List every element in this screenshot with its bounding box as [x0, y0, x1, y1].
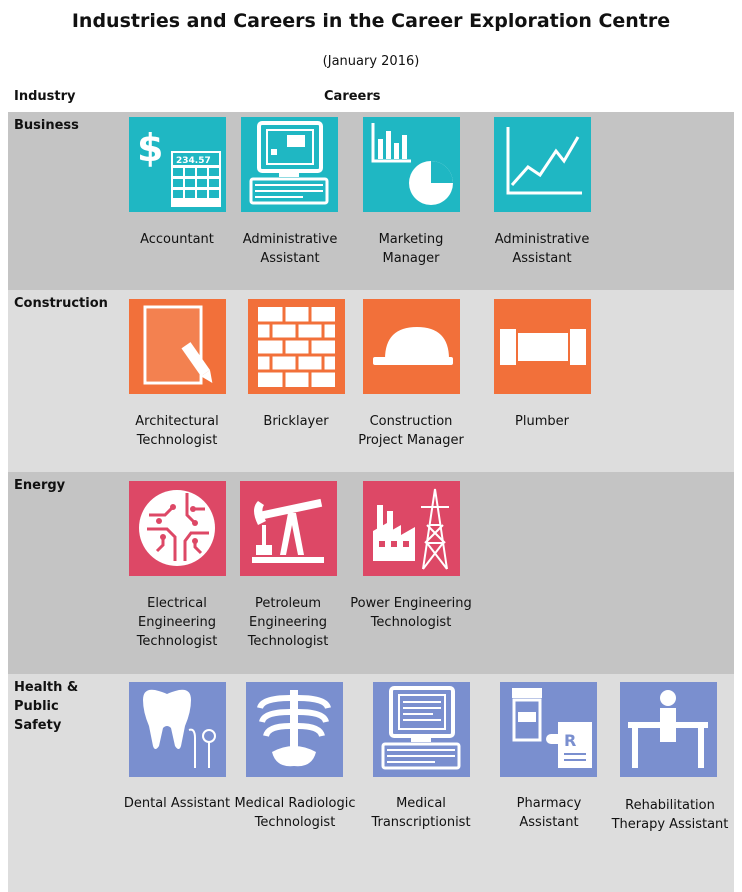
career-label: Architectural Technologist [135, 414, 219, 448]
calculator-dollar-icon: $ 234.57 [129, 117, 226, 212]
svg-text:$: $ [137, 126, 163, 170]
industry-band-energy: Energy Electrical Engineering Technologi… [8, 472, 734, 674]
career-label: Marketing Manager [378, 232, 444, 266]
industry-name: Health & Public Safety [14, 680, 79, 733]
career-label: Rehabilitation Therapy Assistant [611, 798, 729, 832]
career-label: Electrical Engineering Technologist [136, 596, 218, 649]
computer-icon [373, 682, 470, 777]
power-plant-icon [363, 481, 460, 576]
career-label: Construction Project Manager [358, 414, 464, 448]
industry-name: Energy [14, 478, 66, 493]
careers-column-header: Careers [324, 89, 381, 104]
career-label: Administrative Assistant [494, 232, 590, 266]
svg-text:234.57: 234.57 [176, 156, 211, 166]
page-subtitle: (January 2016) [322, 54, 420, 69]
career-label: Pharmacy Assistant [516, 796, 582, 830]
parallel-bars-icon [620, 682, 717, 777]
career-label: Medical Radiologic Technologist [234, 796, 356, 830]
industry-band-health: Health & Public Safety Dental Assistant … [8, 674, 734, 892]
career-label: Plumber [515, 414, 569, 429]
circuit-icon [129, 481, 226, 576]
industry-band-business: Business $ 234.57 Accountant Adm [8, 112, 734, 290]
prescription-icon: R [500, 682, 597, 777]
tooth-icon [129, 682, 226, 777]
career-label: Power Engineering Technologist [350, 596, 472, 630]
svg-text:R: R [564, 731, 576, 750]
career-label: Petroleum Engineering Technologist [247, 596, 329, 649]
paper-pencil-icon [129, 299, 226, 394]
industry-name: Business [14, 118, 79, 133]
page-title: Industries and Careers in the Career Exp… [71, 10, 671, 32]
bar-pie-chart-icon [363, 117, 460, 212]
line-chart-icon [494, 117, 591, 212]
industry-column-header: Industry [14, 89, 76, 104]
industry-band-construction: Construction Architectural Technologist [8, 290, 734, 472]
career-label: Bricklayer [263, 414, 329, 429]
career-label: Accountant [140, 232, 214, 247]
career-label: Administrative Assistant [242, 232, 338, 266]
xray-ribcage-icon [246, 682, 343, 777]
computer-icon [241, 117, 338, 212]
brick-wall-icon [248, 299, 345, 394]
career-label: Medical Transcriptionist [371, 796, 471, 830]
industry-name: Construction [14, 296, 108, 311]
pipe-icon [494, 299, 591, 394]
career-label: Dental Assistant [123, 796, 231, 811]
pumpjack-icon [240, 481, 337, 576]
hard-hat-icon [363, 299, 460, 394]
